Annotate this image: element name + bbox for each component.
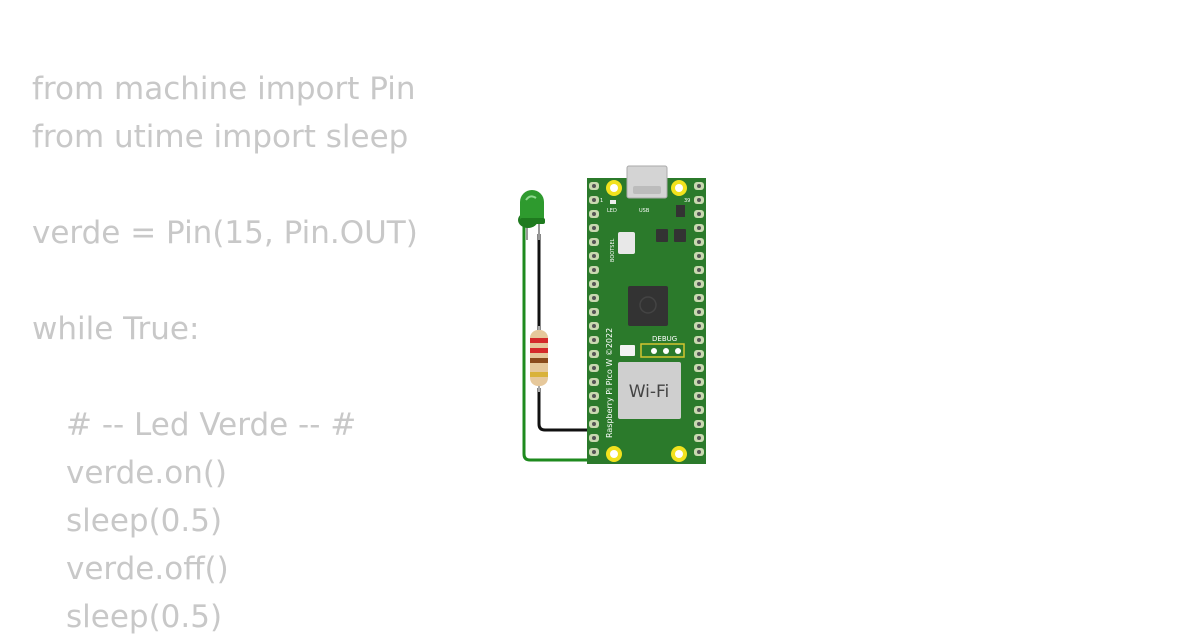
chip-small-1 bbox=[656, 229, 668, 242]
code-line: # -- Led Verde -- # bbox=[66, 407, 357, 443]
pin-hole bbox=[697, 212, 701, 216]
pin-header-right bbox=[694, 182, 704, 456]
pin-hole bbox=[592, 184, 596, 188]
pin-hole bbox=[697, 240, 701, 244]
code-line: verde.off() bbox=[66, 551, 229, 587]
pin-hole bbox=[592, 268, 596, 272]
pin-hole bbox=[592, 296, 596, 300]
pin-hole bbox=[592, 366, 596, 370]
code-line: verde.on() bbox=[66, 455, 228, 491]
pin-hole bbox=[592, 450, 596, 454]
pin-hole bbox=[592, 408, 596, 412]
pin-hole bbox=[697, 310, 701, 314]
pin-hole bbox=[697, 282, 701, 286]
pin-hole bbox=[592, 352, 596, 356]
pin-hole bbox=[697, 436, 701, 440]
code-line: from utime import sleep bbox=[32, 119, 409, 155]
code-line: verde = Pin(15, Pin.OUT) bbox=[32, 215, 418, 251]
wire-black-bottom[interactable] bbox=[537, 388, 598, 432]
pin-hole bbox=[697, 450, 701, 454]
pin-hole bbox=[592, 226, 596, 230]
rp2040-chip bbox=[628, 286, 668, 326]
wifi-led-pad bbox=[620, 345, 635, 356]
pico-w-board[interactable]: LED USB 1 39 BOOTSEL DEBUG Wi-Fi Raspber… bbox=[587, 165, 706, 464]
pin-hole bbox=[592, 436, 596, 440]
pin-hole bbox=[592, 240, 596, 244]
pin-hole bbox=[592, 324, 596, 328]
code-line: sleep(0.5) bbox=[66, 599, 223, 635]
code-editor: from machine import Pin from utime import… bbox=[32, 66, 418, 642]
pin-header-left bbox=[589, 182, 599, 456]
usb-label: USB bbox=[639, 208, 650, 214]
pin-hole bbox=[592, 254, 596, 258]
pin-hole bbox=[697, 198, 701, 202]
pin-hole bbox=[592, 310, 596, 314]
green-led[interactable] bbox=[518, 190, 545, 240]
pin-hole bbox=[697, 394, 701, 398]
pin-hole bbox=[592, 422, 596, 426]
pin-hole bbox=[697, 380, 701, 384]
pin-hole bbox=[697, 268, 701, 272]
pin-hole bbox=[697, 422, 701, 426]
raspberry-logo-icon bbox=[639, 296, 657, 314]
bootsel-button[interactable] bbox=[618, 232, 635, 254]
code-line: from machine import Pin bbox=[32, 71, 416, 107]
pin-hole bbox=[697, 296, 701, 300]
wifi-module bbox=[618, 362, 681, 419]
model-label: Raspberry Pi Pico W ©2022 bbox=[605, 328, 614, 438]
pin-hole bbox=[592, 380, 596, 384]
pin-hole bbox=[697, 184, 701, 188]
regulator-chip bbox=[676, 205, 685, 217]
chip-small-2 bbox=[674, 229, 686, 242]
pin-hole bbox=[592, 282, 596, 286]
pin-number-1: 1 bbox=[600, 198, 603, 204]
board-led bbox=[610, 200, 616, 204]
pin-number-39: 39 bbox=[684, 198, 690, 204]
wire-green[interactable] bbox=[522, 226, 598, 462]
pin-hole bbox=[697, 366, 701, 370]
pin-hole bbox=[592, 338, 596, 342]
wifi-label: Wi-Fi bbox=[629, 382, 670, 402]
debug-label: DEBUG bbox=[652, 335, 677, 343]
pin-hole bbox=[697, 254, 701, 258]
led-label: LED bbox=[607, 208, 617, 214]
pin-hole bbox=[592, 394, 596, 398]
code-line: sleep(0.5) bbox=[66, 503, 223, 539]
pin-hole bbox=[697, 324, 701, 328]
pin-hole bbox=[697, 226, 701, 230]
debug-header bbox=[640, 343, 685, 358]
bootsel-label: BOOTSEL bbox=[610, 238, 616, 262]
pin-hole bbox=[697, 338, 701, 342]
pin-hole bbox=[697, 352, 701, 356]
pin-hole bbox=[697, 408, 701, 412]
resistor[interactable] bbox=[530, 326, 548, 392]
pin-hole bbox=[592, 212, 596, 216]
pin-hole bbox=[592, 198, 596, 202]
code-line: while True: bbox=[32, 311, 200, 347]
